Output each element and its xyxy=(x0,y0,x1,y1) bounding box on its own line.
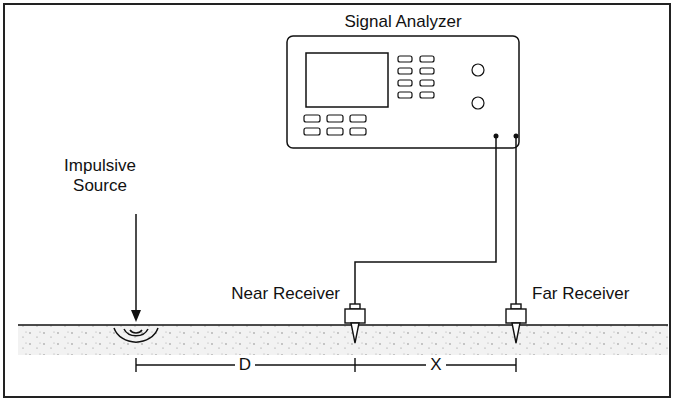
receiver-label: Far Receiver xyxy=(532,284,629,304)
far-wire xyxy=(515,136,517,306)
near-wire xyxy=(355,136,496,306)
far-receiver-symbol xyxy=(506,304,526,343)
source-label: Impulsive Source xyxy=(60,156,140,195)
ground xyxy=(18,325,668,355)
ground-surface xyxy=(18,324,668,326)
dimension-label: D xyxy=(235,355,255,375)
device-label: Signal Analyzer xyxy=(344,12,461,32)
dimension-lines xyxy=(136,358,516,372)
signal-analyzer xyxy=(287,36,519,148)
near-receiver-symbol xyxy=(345,304,365,343)
dimension-label: X xyxy=(426,355,445,375)
receiver-label: Near Receiver xyxy=(231,284,340,304)
wave-arcs xyxy=(114,328,158,342)
source-arrow xyxy=(131,214,141,322)
frame xyxy=(4,4,670,397)
